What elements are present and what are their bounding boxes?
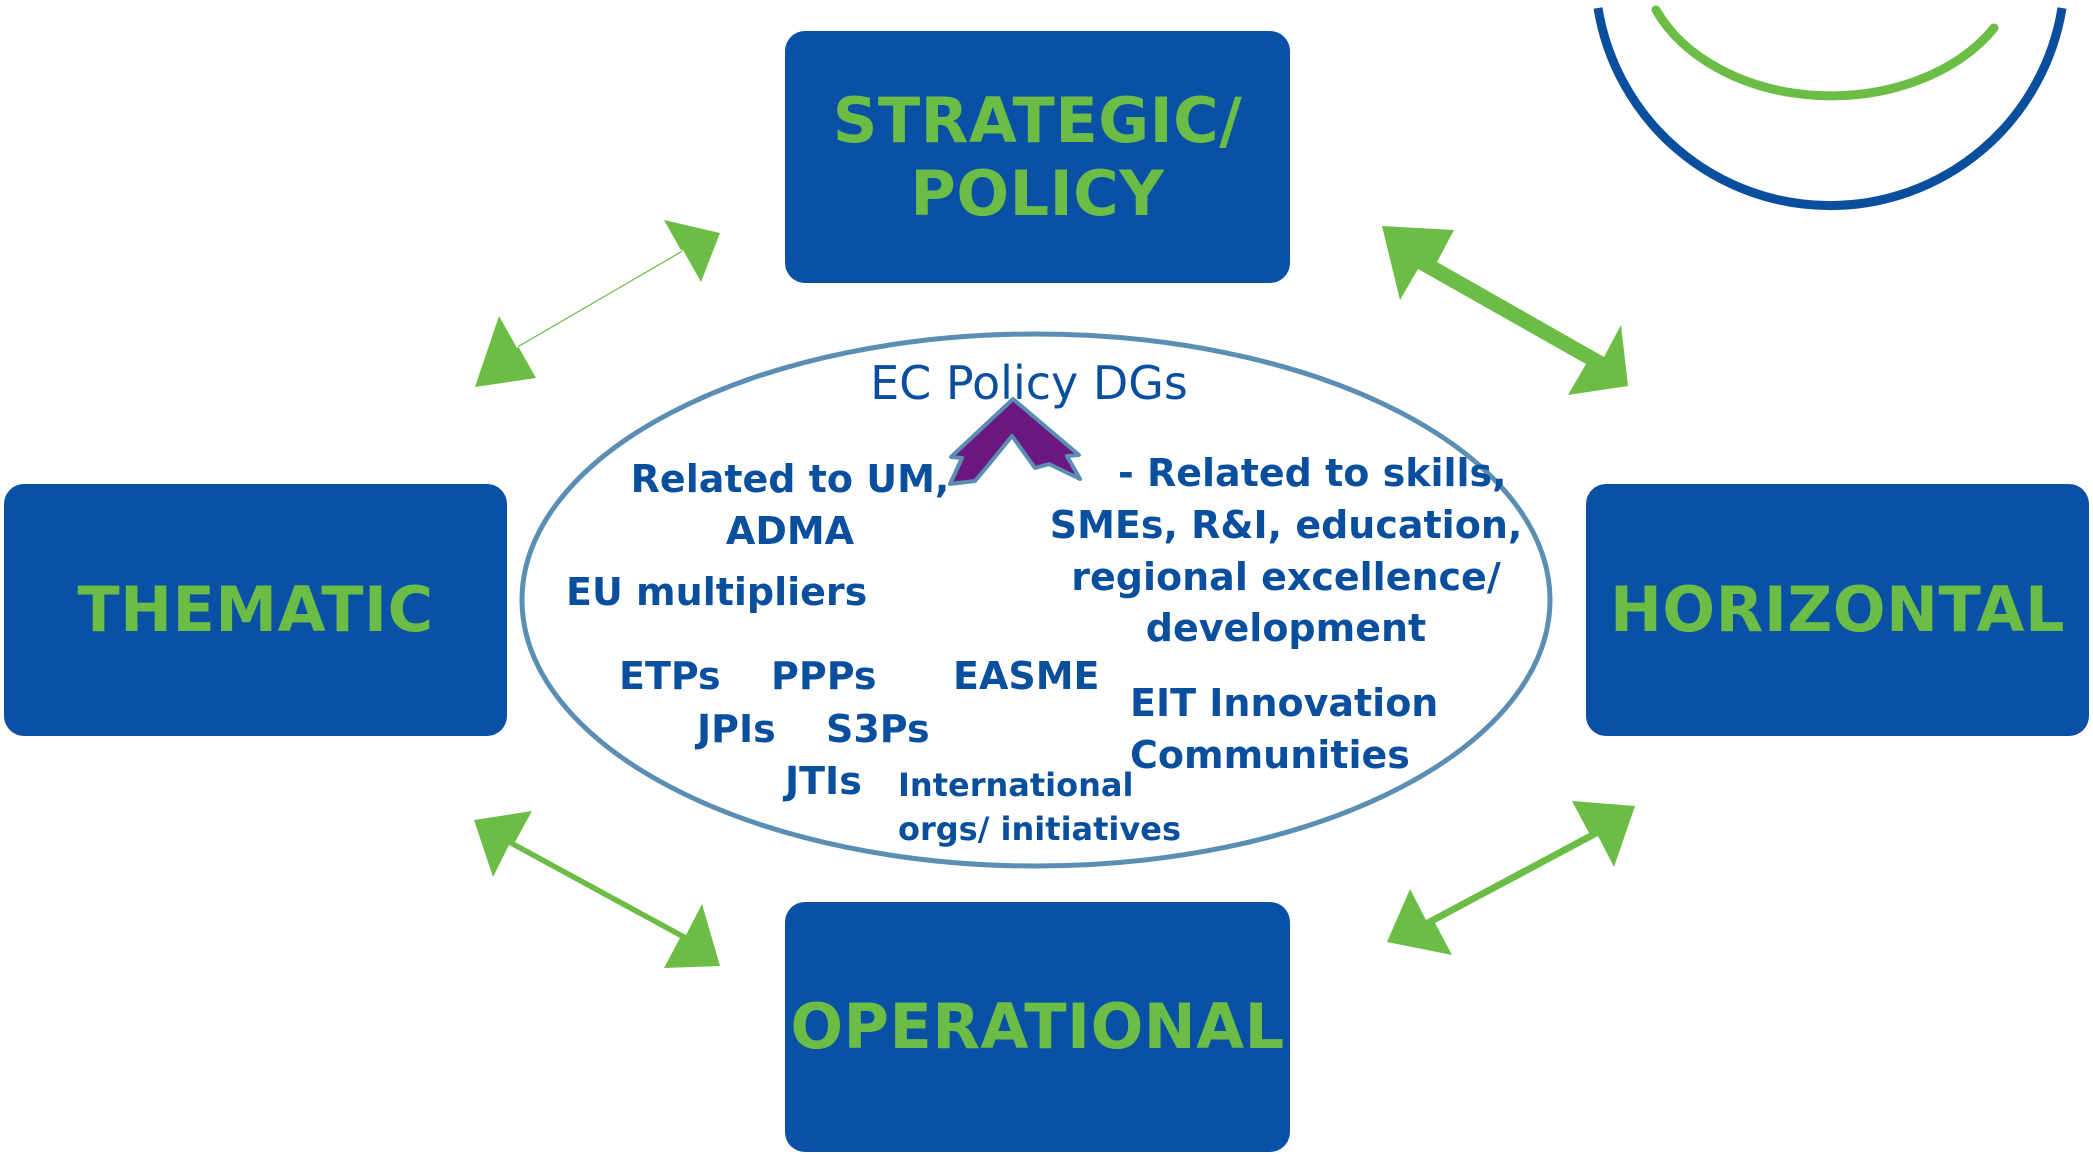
central-ellipse [519,331,1553,869]
double-arrow-top-left-icon [475,220,720,387]
easme-label: EASME [953,654,1100,698]
etps-label: ETPs [619,654,721,698]
strategic-policy-box: STRATEGIC/ POLICY [785,31,1290,283]
strategic-label-line2: POLICY [910,157,1165,230]
right-group-line1: - Related to skills, [1118,451,1507,495]
double-arrow-bottom-right-icon [1387,801,1635,955]
operational-label: OPERATIONAL [790,990,1285,1064]
horizontal-label: HORIZONTAL [1610,573,2065,647]
international-line1: International [898,766,1134,804]
horizontal-box: HORIZONTAL [1586,484,2089,736]
jtis-label: JTIs [785,759,862,803]
s3ps-label: S3Ps [826,707,930,751]
double-arrow-bottom-left-icon [474,811,720,968]
right-group-line3: regional excellence/ [1071,555,1501,599]
thematic-box: THEMATIC [4,484,507,736]
right-group-line2: SMEs, R&I, education, [1049,503,1523,547]
thematic-label: THEMATIC [77,573,434,647]
eu-multipliers-label: EU multipliers [566,570,868,614]
operational-box: OPERATIONAL [785,902,1290,1152]
logo-arcs-icon [1593,5,2067,211]
eit-line1: EIT Innovation [1130,681,1439,725]
strategic-label-line1: STRATEGIC/ [832,83,1243,157]
jpis-label: JPIs [697,707,776,751]
double-arrow-top-right-icon [1382,226,1628,395]
right-group-line4: development [1145,606,1427,650]
ellipse-title: EC Policy DGs [870,356,1188,410]
ppps-label: PPPs [771,654,877,698]
international-line2: orgs/ initiatives [898,810,1181,848]
left-group-line2: ADMA [725,509,855,553]
eit-line2: Communities [1130,733,1410,777]
chevron-split-arrow-icon [948,397,1082,486]
left-group-line1: Related to UM, [630,457,950,501]
